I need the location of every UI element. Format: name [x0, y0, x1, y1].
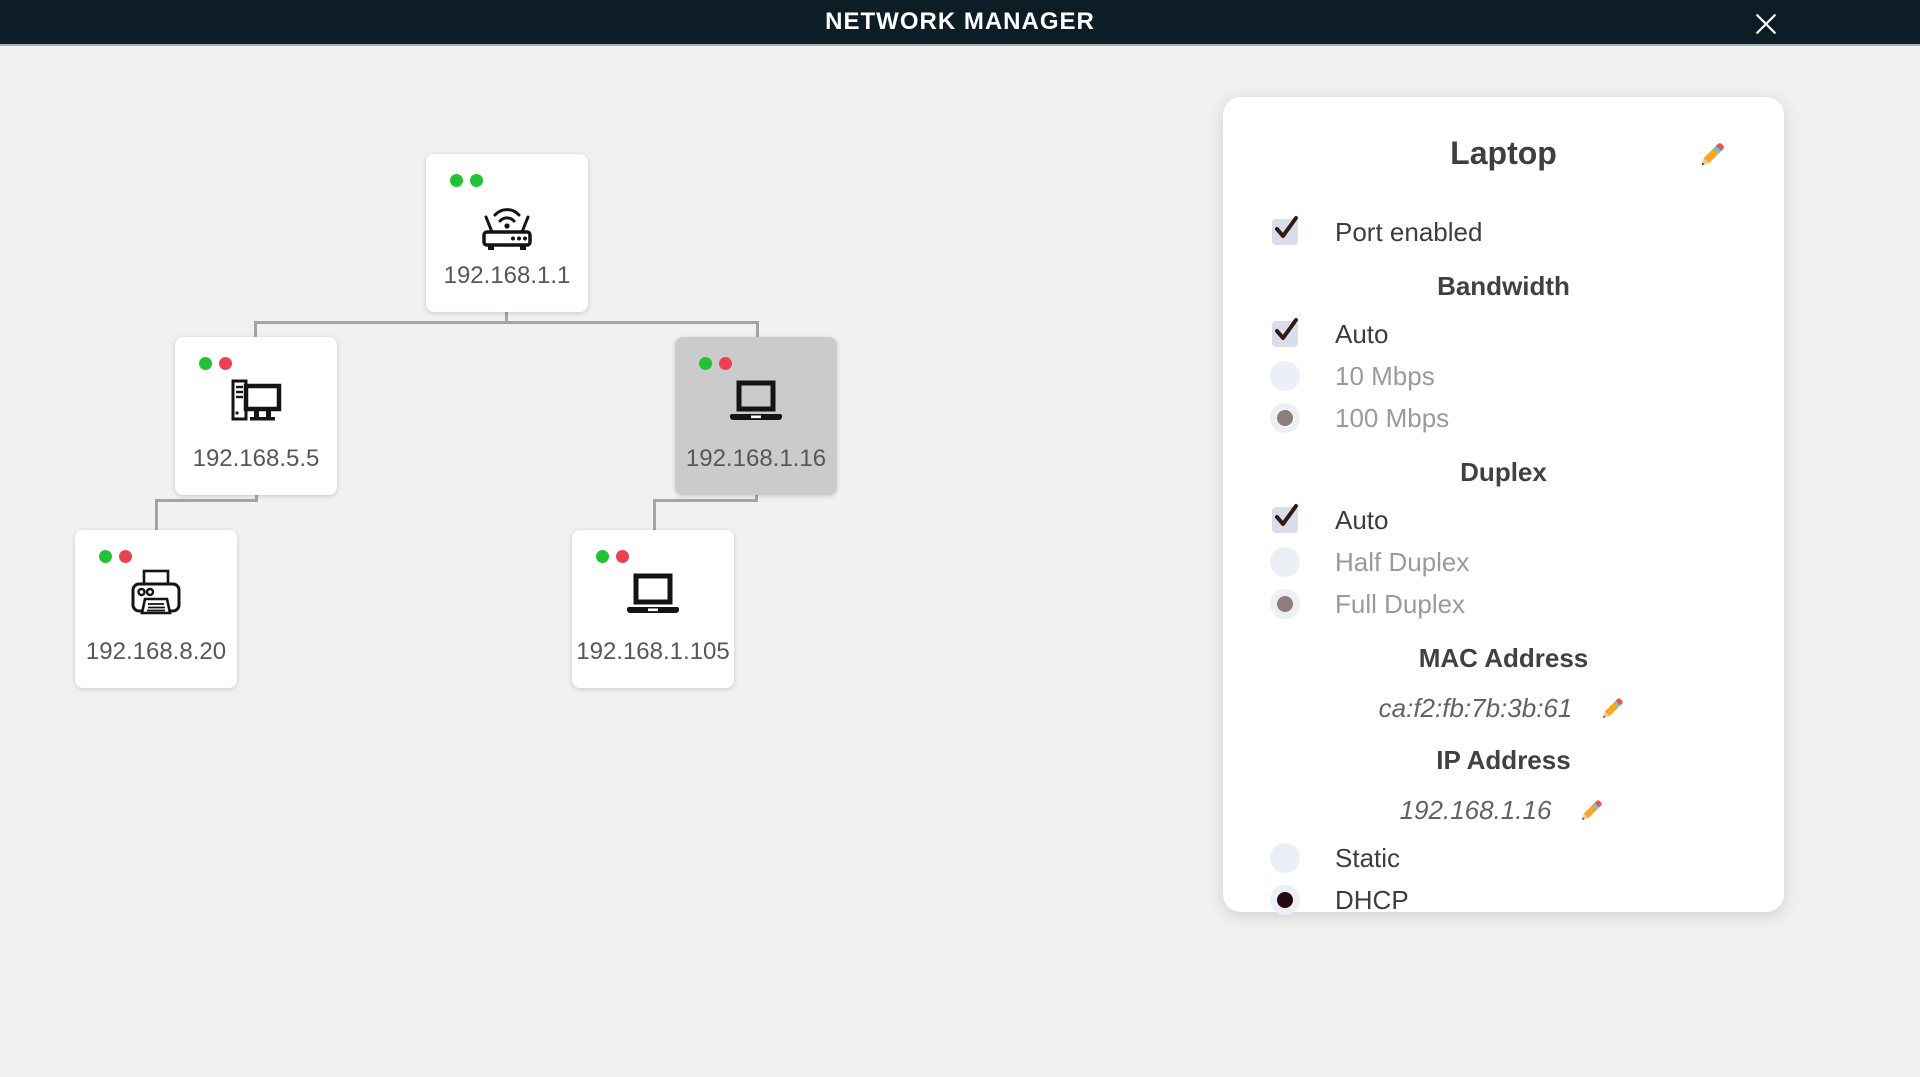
duplex-full-radio[interactable] — [1270, 589, 1300, 619]
connector — [155, 499, 258, 502]
status-dots — [596, 550, 629, 563]
connector — [653, 499, 656, 531]
duplex-auto-checkbox[interactable] — [1272, 504, 1298, 533]
connector — [505, 310, 508, 324]
port-enabled-row: Port enabled — [1269, 211, 1738, 253]
port-enabled-checkbox[interactable] — [1272, 216, 1298, 245]
connector — [653, 499, 758, 502]
node-laptop[interactable]: 192.168.1.105 — [572, 530, 734, 688]
app-title: NETWORK MANAGER — [825, 8, 1095, 35]
app-header: NETWORK MANAGER — [0, 0, 1920, 46]
mac-value-row: ca:f2:fb:7b:3b:61 — [1269, 685, 1738, 731]
bandwidth-auto-label: Auto — [1335, 318, 1389, 349]
bandwidth-auto-checkbox[interactable] — [1272, 318, 1298, 347]
status-dots — [450, 174, 483, 187]
edit-name-pencil-icon[interactable] — [1696, 137, 1730, 171]
ip-value-row: 192.168.1.16 — [1269, 787, 1738, 833]
node-laptop-selected[interactable]: 192.168.1.16 — [675, 337, 837, 495]
static-row: Static — [1269, 837, 1738, 879]
duplex-full-row: Full Duplex — [1269, 583, 1738, 625]
bandwidth-heading: Bandwidth — [1437, 271, 1570, 301]
laptop-icon — [730, 380, 782, 420]
duplex-auto-row: Auto — [1269, 499, 1738, 541]
dhcp-label: DHCP — [1335, 884, 1409, 915]
edit-ip-pencil-icon[interactable] — [1577, 795, 1607, 825]
bandwidth-10-label: 10 Mbps — [1335, 360, 1435, 391]
desktop-icon — [231, 379, 282, 421]
ip-heading: IP Address — [1436, 745, 1571, 775]
duplex-auto-label: Auto — [1335, 504, 1389, 535]
bandwidth-10-radio[interactable] — [1270, 361, 1300, 391]
status-dot-red — [616, 550, 629, 563]
duplex-half-radio[interactable] — [1270, 547, 1300, 577]
connector — [254, 321, 759, 324]
node-router[interactable]: 192.168.1.1 — [426, 154, 588, 312]
edit-mac-pencil-icon[interactable] — [1598, 693, 1628, 723]
node-ip: 192.168.8.20 — [85, 638, 227, 665]
node-desktop[interactable]: 192.168.5.5 — [175, 337, 337, 495]
bandwidth-auto-row: Auto — [1269, 313, 1738, 355]
bandwidth-100-label: 100 Mbps — [1335, 402, 1450, 433]
duplex-heading: Duplex — [1460, 457, 1547, 487]
ip-value: 192.168.1.16 — [1399, 794, 1552, 825]
panel-title: Laptop — [1450, 135, 1557, 171]
connector — [756, 321, 759, 338]
status-dot-green — [450, 174, 463, 187]
duplex-half-row: Half Duplex — [1269, 541, 1738, 583]
node-ip: 192.168.1.1 — [443, 262, 571, 289]
bandwidth-100-radio[interactable] — [1270, 403, 1300, 433]
laptop-icon — [627, 573, 679, 613]
node-ip: 192.168.5.5 — [192, 445, 320, 472]
bandwidth-10-row: 10 Mbps — [1269, 355, 1738, 397]
close-icon — [1756, 14, 1776, 34]
status-dot-green — [470, 174, 483, 187]
connector — [255, 495, 258, 502]
mac-heading: MAC Address — [1418, 643, 1589, 673]
status-dot-red — [219, 357, 232, 370]
node-printer[interactable]: 192.168.8.20 — [75, 530, 237, 688]
status-dot-red — [119, 550, 132, 563]
node-ip: 192.168.1.16 — [685, 445, 827, 472]
dhcp-row: DHCP — [1269, 879, 1738, 921]
printer-icon — [131, 569, 181, 615]
static-radio[interactable] — [1270, 843, 1300, 873]
bandwidth-100-row: 100 Mbps — [1269, 397, 1738, 439]
status-dot-green — [99, 550, 112, 563]
duplex-full-label: Full Duplex — [1335, 588, 1466, 619]
static-label: Static — [1335, 842, 1401, 873]
topology-canvas: 192.168.1.1 192.168.5.5 — [0, 48, 1920, 1077]
device-settings-panel: Laptop Port enabled Bandwid — [1223, 97, 1784, 915]
router-icon — [482, 208, 532, 250]
close-button[interactable] — [1750, 8, 1782, 40]
mac-value: ca:f2:fb:7b:3b:61 — [1378, 692, 1573, 723]
status-dot-green — [199, 357, 212, 370]
connector — [155, 499, 158, 531]
connector — [755, 495, 758, 502]
connector — [254, 321, 257, 338]
status-dots — [199, 357, 232, 370]
duplex-half-label: Half Duplex — [1335, 546, 1470, 577]
dhcp-radio[interactable] — [1270, 885, 1300, 915]
port-enabled-label: Port enabled — [1335, 216, 1483, 247]
status-dot-green — [596, 550, 609, 563]
node-ip: 192.168.1.105 — [576, 638, 730, 665]
status-dots — [99, 550, 132, 563]
status-dot-green — [699, 357, 712, 370]
status-dots — [699, 357, 732, 370]
status-dot-red — [719, 357, 732, 370]
